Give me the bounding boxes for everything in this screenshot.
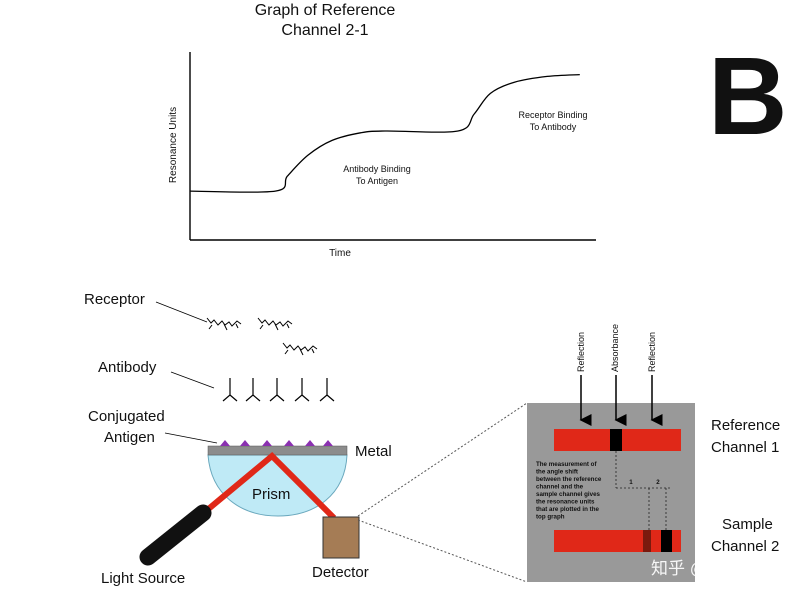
detector <box>322 516 360 559</box>
svg-text:top graph: top graph <box>536 514 565 521</box>
shift-mark-2: 2 <box>656 479 660 486</box>
antibody-molecules <box>222 378 335 402</box>
reference-absorbance-band <box>610 429 622 451</box>
light-source-label: Light Source <box>101 570 185 587</box>
annotation-receptor-line1: Receptor Binding <box>518 110 587 120</box>
antibody-pointer <box>170 371 215 389</box>
svg-text:between the reference: between the reference <box>536 476 602 483</box>
watermark: 知乎 @小行 <box>651 559 741 578</box>
antigen-layer <box>220 440 333 446</box>
reference-channel-line1: Reference <box>711 417 780 434</box>
receptor-label: Receptor <box>84 291 145 308</box>
conjugated-label-line1: Conjugated <box>88 408 165 425</box>
annotation-receptor-line2: To Antibody <box>530 122 577 132</box>
graph-title-line2: Channel 2-1 <box>281 22 368 39</box>
col-label-absorbance: Absorbance <box>610 324 620 372</box>
graph-xlabel: Time <box>329 248 351 259</box>
sample-shift-band <box>643 530 651 552</box>
svg-text:The measurement of: The measurement of <box>536 461 597 468</box>
annotation-antibody-line2: To Antigen <box>356 176 398 186</box>
prism-label: Prism <box>252 486 290 503</box>
zoom-line-bottom <box>357 519 528 583</box>
receptor-pointer <box>155 301 208 323</box>
receptor-molecules <box>206 317 318 356</box>
svg-text:the resonance units: the resonance units <box>536 499 595 506</box>
light-source <box>139 504 212 566</box>
shift-guides <box>615 451 670 530</box>
metal-label: Metal <box>355 443 392 460</box>
svg-text:the angle shift: the angle shift <box>536 469 578 476</box>
conjugated-label-line2: Antigen <box>104 429 155 446</box>
sample-absorbance-band <box>661 530 672 552</box>
graph-ylabel: Resonance Units <box>168 107 179 183</box>
inset-arrows <box>579 375 663 426</box>
graph-axes <box>189 52 596 241</box>
reference-channel-line2: Channel 1 <box>711 439 779 456</box>
zoom-line-top <box>357 402 528 517</box>
panel-letter: B <box>708 35 787 158</box>
prism <box>207 454 348 517</box>
graph-title-line1: Graph of Reference <box>255 2 396 19</box>
antigen-pointer <box>164 432 218 444</box>
antibody-label: Antibody <box>98 359 157 376</box>
detector-label: Detector <box>312 564 369 581</box>
col-label-reflection-1: Reflection <box>576 332 586 372</box>
laser-beam <box>198 451 337 521</box>
svg-text:sample channel gives: sample channel gives <box>536 491 601 498</box>
annotation-antibody-line1: Antibody Binding <box>343 164 411 174</box>
metal-film <box>207 445 348 456</box>
col-label-reflection-2: Reflection <box>647 332 657 372</box>
sample-channel-line2: Channel 2 <box>711 538 779 555</box>
sample-channel-line1: Sample <box>722 516 773 533</box>
shift-mark-1: 1 <box>629 479 633 486</box>
svg-text:that are plotted in the: that are plotted in the <box>536 506 599 513</box>
resonance-curve <box>189 73 580 193</box>
inset-description: The measurement of the angle shift betwe… <box>536 461 602 521</box>
svg-text:channel and the: channel and the <box>536 484 584 491</box>
